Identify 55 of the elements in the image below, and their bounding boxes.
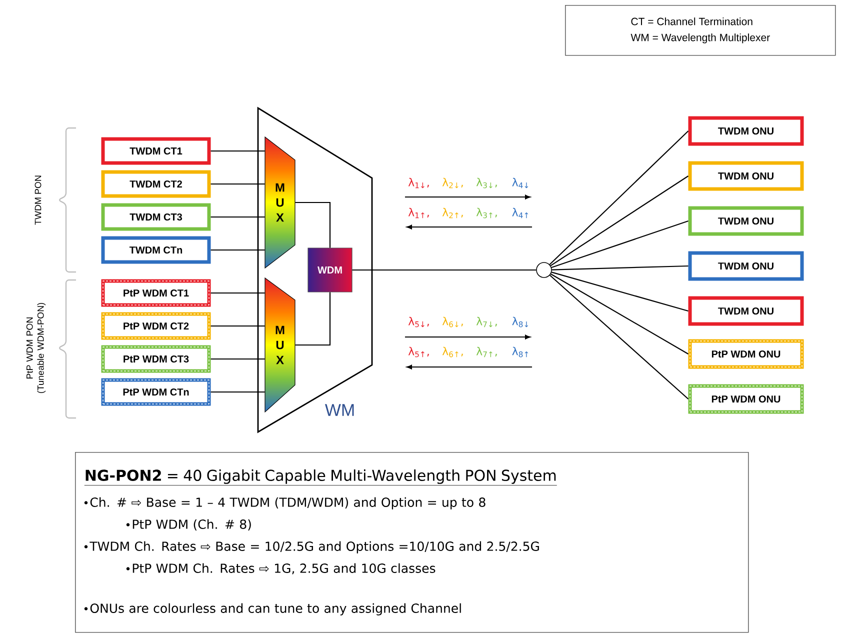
onu-box: TWDM ONU [688, 206, 804, 236]
onu-box: TWDM ONU [688, 161, 804, 191]
fiber-line [295, 202, 331, 248]
wavelength-label: λ$_{7↑}$, [476, 346, 497, 358]
terminal-box: TWDM CT3 [101, 203, 211, 231]
wavelength-label: λ$_{8↑}$ [512, 346, 528, 358]
fiber-line [210, 391, 265, 393]
onu-box: TWDM ONU [688, 116, 804, 146]
splitter-circle [536, 262, 552, 278]
wavelength-label: λ$_{6↓}$, [442, 316, 463, 328]
fiber-line [551, 272, 688, 312]
fiber-line [550, 176, 689, 266]
fiber-line [551, 220, 688, 268]
wavelength-label: λ$_{1↑}$, [408, 208, 429, 218]
terminal-box: TWDM CTn [101, 236, 211, 264]
fiber-line [549, 130, 689, 265]
terminal-box: PtP WDM CT3 [101, 345, 211, 373]
bracket-label: PtP WDM PON (Tuneable WDM-PON) [26, 302, 46, 394]
wavelength-label: λ$_{4↑}$ [512, 208, 528, 218]
wavelength-label: λ$_{5↑}$, [408, 346, 429, 358]
fiber-line [550, 274, 689, 400]
onu-box: PtP WDM ONU [688, 384, 804, 414]
fiber-line [552, 265, 688, 270]
fiber-line [550, 274, 689, 354]
terminal-box: TWDM CT1 [101, 137, 211, 165]
fiber-line [295, 292, 331, 346]
wavelength-label: λ$_{3↑}$, [476, 208, 497, 218]
wavelength-label: λ$_{7↓}$, [476, 316, 497, 328]
terminal-box: PtP WDM CTn [101, 378, 211, 406]
fiber-line [210, 216, 265, 218]
wavelength-label: λ$_{2↑}$, [442, 208, 463, 218]
bracket-label: TWDM PON [34, 176, 42, 225]
onu-box: PtP WDM ONU [688, 339, 804, 369]
fiber-line [210, 183, 265, 185]
wavelength-label: λ$_{4↓}$ [512, 178, 528, 188]
terminal-box: PtP WDM CT2 [101, 312, 211, 340]
onu-box: TWDM ONU [688, 296, 804, 326]
wavelength-label: λ$_{3↓}$, [476, 178, 497, 188]
fiber-line [210, 325, 265, 327]
key-box: CT = Channel Termination WM = Wavelength Multiplexer [565, 5, 836, 56]
wavelength-label: λ$_{5↓}$, [408, 316, 429, 328]
wavelength-label: λ$_{6↑}$, [442, 346, 463, 358]
fiber-line [210, 150, 265, 152]
fiber-line [352, 269, 536, 271]
wavelength-label: λ$_{2↓}$, [442, 178, 463, 188]
fiber-line [210, 249, 265, 251]
fiber-line [210, 358, 265, 360]
info-box: NG-PON2 = 40 Gigabit Capable Multi-Wavelength PON System Ch. # ⇨ Base = 1 – 4 TWDM (TDM/WDM) and Option = up to 8 PtP WDM (Ch. # 8) TWDM Ch. Rates ⇨ Base = 10/2.5G and Options =10/10G and 2.5/2.5G PtP WDM Ch. Rates ⇨ 1G, 2.5G and 10G classes ONUs are colourless and can tune to any assigned Channel [75, 452, 749, 633]
onu-box: TWDM ONU [688, 251, 804, 281]
terminal-box: TWDM CT2 [101, 170, 211, 198]
wavelength-label: λ$_{8↓}$ [512, 316, 528, 328]
wdm-box: WDM [308, 248, 352, 292]
fiber-line [210, 292, 265, 294]
terminal-box: PtP WDM CT1 [101, 279, 211, 307]
wavelength-label: λ$_{1↓}$, [408, 178, 429, 188]
